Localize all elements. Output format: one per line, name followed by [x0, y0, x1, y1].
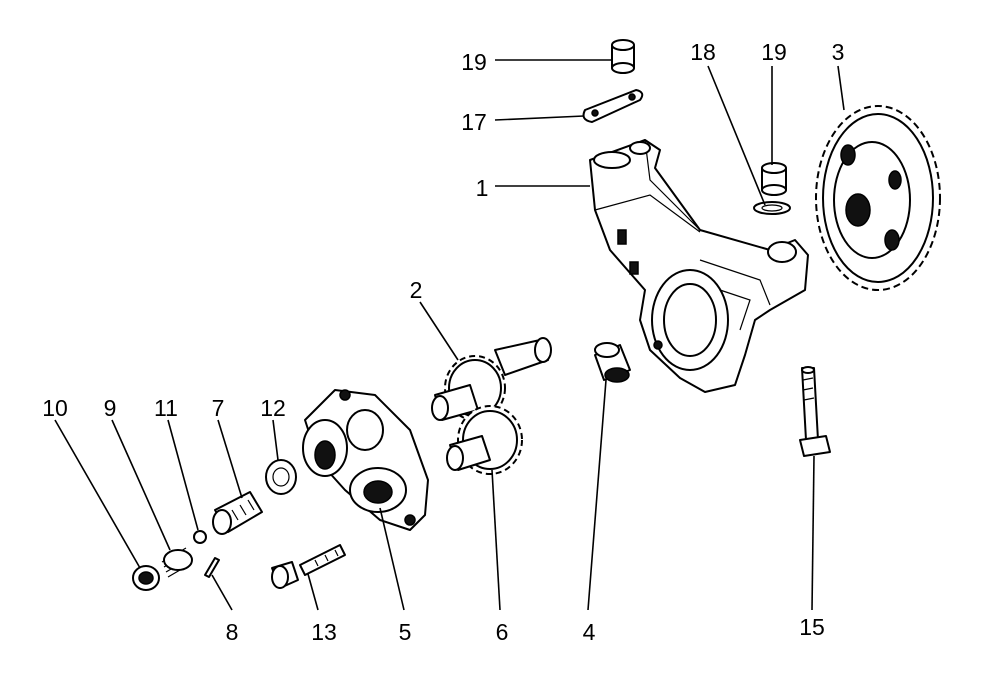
- part-7-valve-piston: [212, 491, 263, 535]
- part-8-pin: [204, 557, 220, 578]
- part-10-plug: [132, 565, 160, 591]
- label-8: 8: [226, 619, 239, 645]
- label-11: 11: [154, 395, 178, 421]
- label-18: 18: [690, 39, 716, 65]
- label-9: 9: [104, 395, 117, 421]
- part-1-pump-body: [589, 139, 809, 393]
- part-19-sleeve-right: [761, 162, 787, 196]
- part-11-ball: [193, 530, 207, 544]
- label-1: 1: [476, 175, 489, 201]
- part-13-bolt: [271, 544, 346, 589]
- label-10: 10: [42, 395, 68, 421]
- part-12-washer: [265, 459, 297, 495]
- part-5-pump-cover: [302, 389, 429, 531]
- label-2: 2: [410, 277, 423, 303]
- label-13: 13: [311, 619, 337, 645]
- label-7: 7: [212, 395, 225, 421]
- part-4-bushing: [594, 342, 631, 383]
- label-19-top: 19: [461, 49, 487, 75]
- label-15: 15: [799, 614, 825, 640]
- label-4: 4: [583, 619, 596, 645]
- callout-labels: 19 17 1 18 19 3 2 10 9 11 7 12 8 13 5 6 …: [42, 39, 844, 645]
- part-3-helical-gear: [815, 105, 941, 291]
- part-15-bolt: [799, 366, 831, 457]
- label-6: 6: [496, 619, 509, 645]
- label-19-right: 19: [761, 39, 787, 65]
- part-19-sleeve-top: [611, 39, 635, 74]
- label-12: 12: [260, 395, 286, 421]
- leader-lines: [54, 59, 845, 611]
- label-3: 3: [832, 39, 845, 65]
- part-9-spring: [161, 547, 193, 578]
- label-5: 5: [399, 619, 412, 645]
- label-17: 17: [461, 109, 487, 135]
- part-6-driven-gear: [446, 405, 523, 475]
- part-18-o-ring: [753, 201, 791, 215]
- part-17-gasket: [582, 89, 644, 123]
